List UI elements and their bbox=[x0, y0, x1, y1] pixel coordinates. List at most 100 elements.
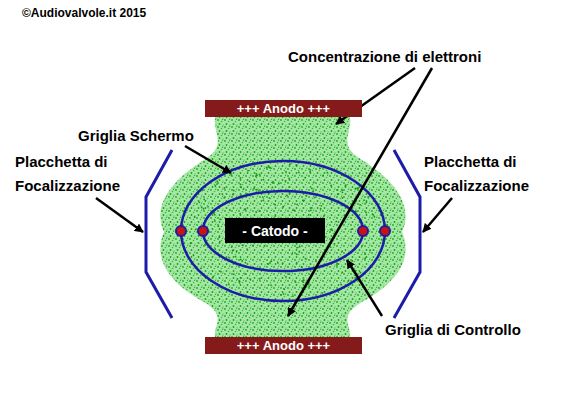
speckle bbox=[363, 199, 365, 201]
speckle bbox=[229, 209, 231, 211]
speckle bbox=[321, 292, 323, 294]
speckle bbox=[302, 281, 304, 283]
speckle bbox=[341, 189, 343, 191]
speckle bbox=[356, 188, 358, 190]
speckle bbox=[255, 189, 257, 191]
speckle bbox=[246, 291, 248, 293]
speckle bbox=[285, 171, 287, 173]
speckle bbox=[259, 174, 261, 176]
speckle bbox=[345, 184, 347, 186]
speckle bbox=[233, 273, 235, 275]
speckle bbox=[194, 216, 196, 218]
speckle bbox=[294, 209, 296, 211]
speckle bbox=[246, 248, 248, 250]
speckle bbox=[214, 214, 216, 216]
speckle bbox=[296, 262, 298, 264]
speckle bbox=[289, 163, 291, 165]
watermark: ©Audiovalvole.it 2015 bbox=[22, 3, 146, 24]
speckle bbox=[219, 241, 221, 243]
speckle bbox=[224, 187, 226, 189]
speckle bbox=[274, 215, 276, 217]
speckle bbox=[240, 277, 242, 279]
speckle bbox=[230, 174, 232, 176]
speckle bbox=[308, 214, 310, 216]
callout-label: Placchetta di Focalizzazione bbox=[424, 150, 550, 198]
anode-plate: +++ Anodo +++ bbox=[205, 337, 362, 354]
speckle bbox=[304, 177, 306, 179]
speckle bbox=[237, 278, 239, 280]
speckle bbox=[302, 199, 304, 201]
speckle bbox=[216, 183, 218, 185]
speckle bbox=[314, 197, 316, 199]
speckle bbox=[327, 172, 329, 174]
speckle bbox=[283, 288, 285, 290]
speckle bbox=[243, 188, 245, 190]
speckle bbox=[214, 185, 216, 187]
speckle bbox=[258, 190, 260, 192]
speckle bbox=[272, 182, 274, 184]
speckle bbox=[364, 253, 366, 255]
speckle bbox=[232, 250, 234, 252]
speckle bbox=[193, 254, 195, 256]
speckle bbox=[277, 262, 279, 264]
speckle bbox=[282, 206, 284, 208]
speckle bbox=[239, 280, 241, 282]
speckle bbox=[241, 244, 243, 246]
speckle bbox=[241, 260, 243, 262]
speckle bbox=[268, 197, 270, 199]
speckle bbox=[367, 196, 369, 198]
speckle bbox=[240, 184, 242, 186]
cathode-box: - Catodo - bbox=[225, 218, 325, 243]
speckle bbox=[198, 201, 200, 203]
speckle bbox=[296, 203, 298, 205]
speckle bbox=[258, 210, 260, 212]
speckle bbox=[365, 201, 367, 203]
speckle bbox=[259, 278, 261, 280]
speckle bbox=[373, 207, 375, 209]
speckle bbox=[204, 244, 206, 246]
speckle bbox=[340, 284, 342, 286]
speckle bbox=[228, 257, 230, 259]
speckle bbox=[312, 190, 314, 192]
speckle bbox=[280, 294, 282, 296]
speckle bbox=[283, 293, 285, 295]
speckle bbox=[195, 228, 197, 230]
speckle bbox=[221, 193, 223, 195]
speckle bbox=[303, 279, 305, 281]
speckle bbox=[245, 262, 247, 264]
speckle bbox=[319, 167, 321, 169]
speckle bbox=[245, 208, 247, 210]
speckle bbox=[220, 271, 222, 273]
speckle bbox=[201, 206, 203, 208]
speckle bbox=[269, 167, 271, 169]
speckle bbox=[365, 212, 367, 214]
speckle bbox=[236, 250, 238, 252]
speckle bbox=[364, 257, 366, 259]
callout-label: Griglia di Controllo bbox=[385, 318, 521, 342]
speckle bbox=[359, 204, 361, 206]
speckle bbox=[336, 262, 338, 264]
speckle bbox=[305, 258, 307, 260]
speckle bbox=[315, 260, 317, 262]
speckle bbox=[285, 276, 287, 278]
focus-plate-left bbox=[146, 150, 172, 318]
speckle bbox=[239, 282, 241, 284]
speckle bbox=[296, 165, 298, 167]
speckle bbox=[291, 253, 293, 255]
speckle bbox=[272, 186, 274, 188]
speckle bbox=[323, 215, 325, 217]
speckle bbox=[337, 189, 339, 191]
speckle bbox=[262, 196, 264, 198]
speckle bbox=[270, 284, 272, 286]
screen-grid bbox=[181, 161, 385, 301]
speckle bbox=[333, 243, 335, 245]
speckle bbox=[354, 188, 356, 190]
speckle bbox=[301, 266, 303, 268]
speckle bbox=[325, 236, 327, 238]
speckle bbox=[190, 242, 192, 244]
speckle bbox=[360, 272, 362, 274]
speckle bbox=[217, 225, 219, 227]
speckle bbox=[247, 170, 249, 172]
speckle bbox=[330, 246, 332, 248]
speckle bbox=[311, 188, 313, 190]
